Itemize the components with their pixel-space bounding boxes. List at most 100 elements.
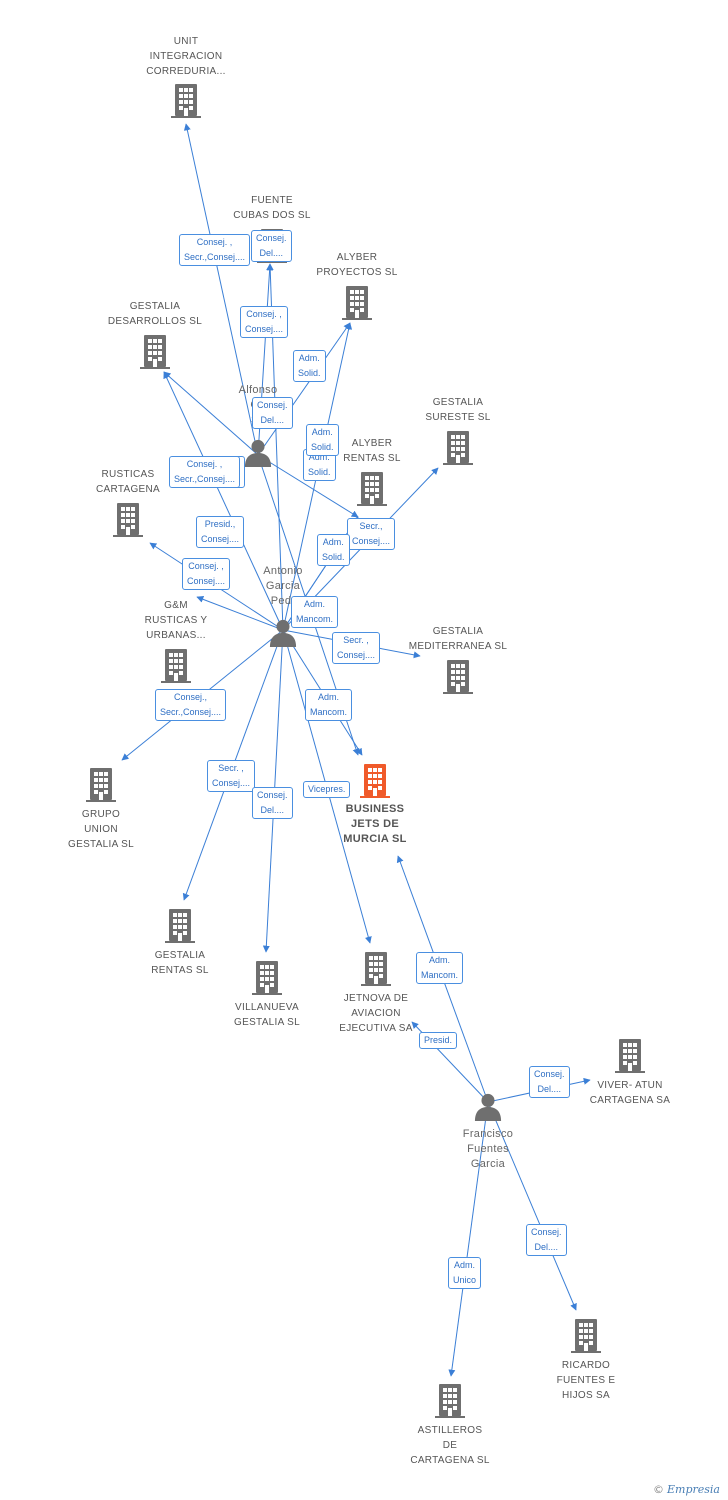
role-label-francisco-viver[interactable]: Consej.Del.... xyxy=(529,1066,570,1098)
building-icon[interactable] xyxy=(357,472,387,506)
role-label-line: Consej. xyxy=(257,400,288,410)
role-label-line: Mancom. xyxy=(296,614,334,624)
role-label-antonio-alyber_proy[interactable]: Adm.Solid. xyxy=(306,424,339,456)
role-label-antonio-fuente[interactable]: Consej.Del.... xyxy=(251,230,292,262)
role-label-antonio-gest_ren[interactable]: Secr. ,Consej.... xyxy=(207,760,256,792)
role-label-line: Presid. xyxy=(424,1035,453,1045)
node-label-line: RICARDO xyxy=(561,1360,611,1371)
role-label-francisco-business[interactable]: Adm.Mancom. xyxy=(416,952,464,984)
role-label-line: Consej., xyxy=(174,692,208,702)
role-label-antonio-rusticas[interactable]: Presid.,Consej.... xyxy=(196,516,245,548)
building-icon[interactable] xyxy=(443,660,473,694)
building-icon[interactable] xyxy=(171,84,201,118)
building-icon[interactable] xyxy=(86,768,116,802)
role-label-alfonso-alyber_proy[interactable]: Adm.Solid. xyxy=(293,350,326,382)
node-label-line: CARTAGENA SL xyxy=(410,1455,490,1466)
role-label-antonio-gm[interactable]: Consej. ,Consej.... xyxy=(182,558,231,590)
role-label-antonio-gest_des[interactable]: Consej. ,Secr.,Consej.... xyxy=(169,456,241,488)
node-label-line: Fuentes xyxy=(467,1143,509,1155)
role-label-antonio-business[interactable]: Adm. Mancom. xyxy=(291,596,339,628)
building-icon[interactable] xyxy=(443,431,473,465)
role-label-alfonso-business[interactable]: Consej. Del.... xyxy=(252,397,293,429)
node-label-line: DESARROLLOS SL xyxy=(107,316,203,327)
edge-francisco-ricardo xyxy=(487,1101,577,1311)
role-label-line: Consej. xyxy=(256,233,287,243)
role-label-antonio-grupo[interactable]: Consej.,Secr.,Consej.... xyxy=(155,689,227,721)
building-icon[interactable] xyxy=(435,1384,465,1418)
role-label-alfonso-unit[interactable]: Consej. ,Secr.,Consej.... xyxy=(179,234,251,266)
role-label-antonio-jetnova[interactable]: Vicepres. xyxy=(303,781,351,798)
node-label-line: RENTAS SL xyxy=(343,453,401,464)
node-label-line: Alfonso xyxy=(238,384,278,396)
role-label-line: Consej.... xyxy=(245,324,284,334)
role-label-antonio-gest_sur[interactable]: Secr.,Consej.... xyxy=(347,518,396,550)
main-company-building-icon[interactable] xyxy=(360,764,390,798)
person-icon[interactable] xyxy=(244,439,272,467)
role-label-francisco-astilleros[interactable]: Adm.Unico xyxy=(448,1257,482,1289)
building-icon[interactable] xyxy=(113,503,143,537)
role-label-line: Del.... xyxy=(260,805,285,815)
node-label-line: GESTALIA xyxy=(432,397,484,408)
building-icon[interactable] xyxy=(140,335,170,369)
role-label-line: Presid., xyxy=(204,519,236,529)
building-icon[interactable] xyxy=(361,952,391,986)
building-icon[interactable] xyxy=(161,649,191,683)
role-label-francisco-jetnova[interactable]: Presid. xyxy=(419,1032,458,1049)
edge-antonio-gest_des xyxy=(163,371,284,631)
person-icon[interactable] xyxy=(474,1093,502,1121)
role-label-antonio-alyber_ren[interactable]: Adm.Solid. xyxy=(317,534,350,566)
building-icon[interactable] xyxy=(165,909,195,943)
building-icon[interactable] xyxy=(342,286,372,320)
role-label-line: Adm. xyxy=(311,427,333,437)
role-label-alfonso-fuente[interactable]: Consej. ,Consej.... xyxy=(240,306,289,338)
edge-alfonso-alyber_proy xyxy=(257,322,351,456)
node-label-line: UNIT xyxy=(173,36,199,47)
role-label-line: Secr. , xyxy=(218,763,244,773)
node-label-line: Garcia xyxy=(470,1158,506,1170)
node-label-line: RENTAS SL xyxy=(151,965,209,976)
node-label-line: HIJOS SA xyxy=(562,1390,610,1401)
node-label-line: CARTAGENA SA xyxy=(589,1095,671,1106)
copyright-symbol: © xyxy=(653,1483,664,1496)
role-label-francisco-ricardo[interactable]: Consej.Del.... xyxy=(526,1224,567,1256)
role-label-line: Solid. xyxy=(322,552,345,562)
building-icon[interactable] xyxy=(252,961,282,995)
node-label-line: GESTALIA xyxy=(154,950,206,961)
building-icon[interactable] xyxy=(615,1039,645,1073)
edge-alfonso-alyber_ren xyxy=(257,454,359,518)
role-label-line: Secr. , xyxy=(343,635,369,645)
role-label-antonio-gest_med[interactable]: Secr. ,Consej.... xyxy=(332,632,381,664)
building-icon[interactable] xyxy=(571,1319,601,1353)
edge-antonio-gm xyxy=(196,595,284,631)
role-label-line: Consej.... xyxy=(187,576,226,586)
role-label-antonio-villanueva[interactable]: Consej.Del.... xyxy=(252,787,293,819)
role-label-line: Del.... xyxy=(534,1242,559,1252)
node-label-line: CORREDURIA... xyxy=(146,66,226,77)
node-label-line: AVIACION xyxy=(351,1008,401,1019)
role-label-line: Del.... xyxy=(260,415,285,425)
node-label-line: MURCIA SL xyxy=(343,833,407,845)
brand-footer[interactable]: ©Empresia xyxy=(653,1483,720,1496)
node-label-gest_ren[interactable]: GESTALIA RENTAS SL xyxy=(115,948,245,978)
role-label-antonio-alyber_ren[interactable]: Adm.Mancom. xyxy=(305,689,353,721)
node-label-line: G&M xyxy=(164,600,188,611)
role-label-line: Adm. xyxy=(304,599,326,609)
